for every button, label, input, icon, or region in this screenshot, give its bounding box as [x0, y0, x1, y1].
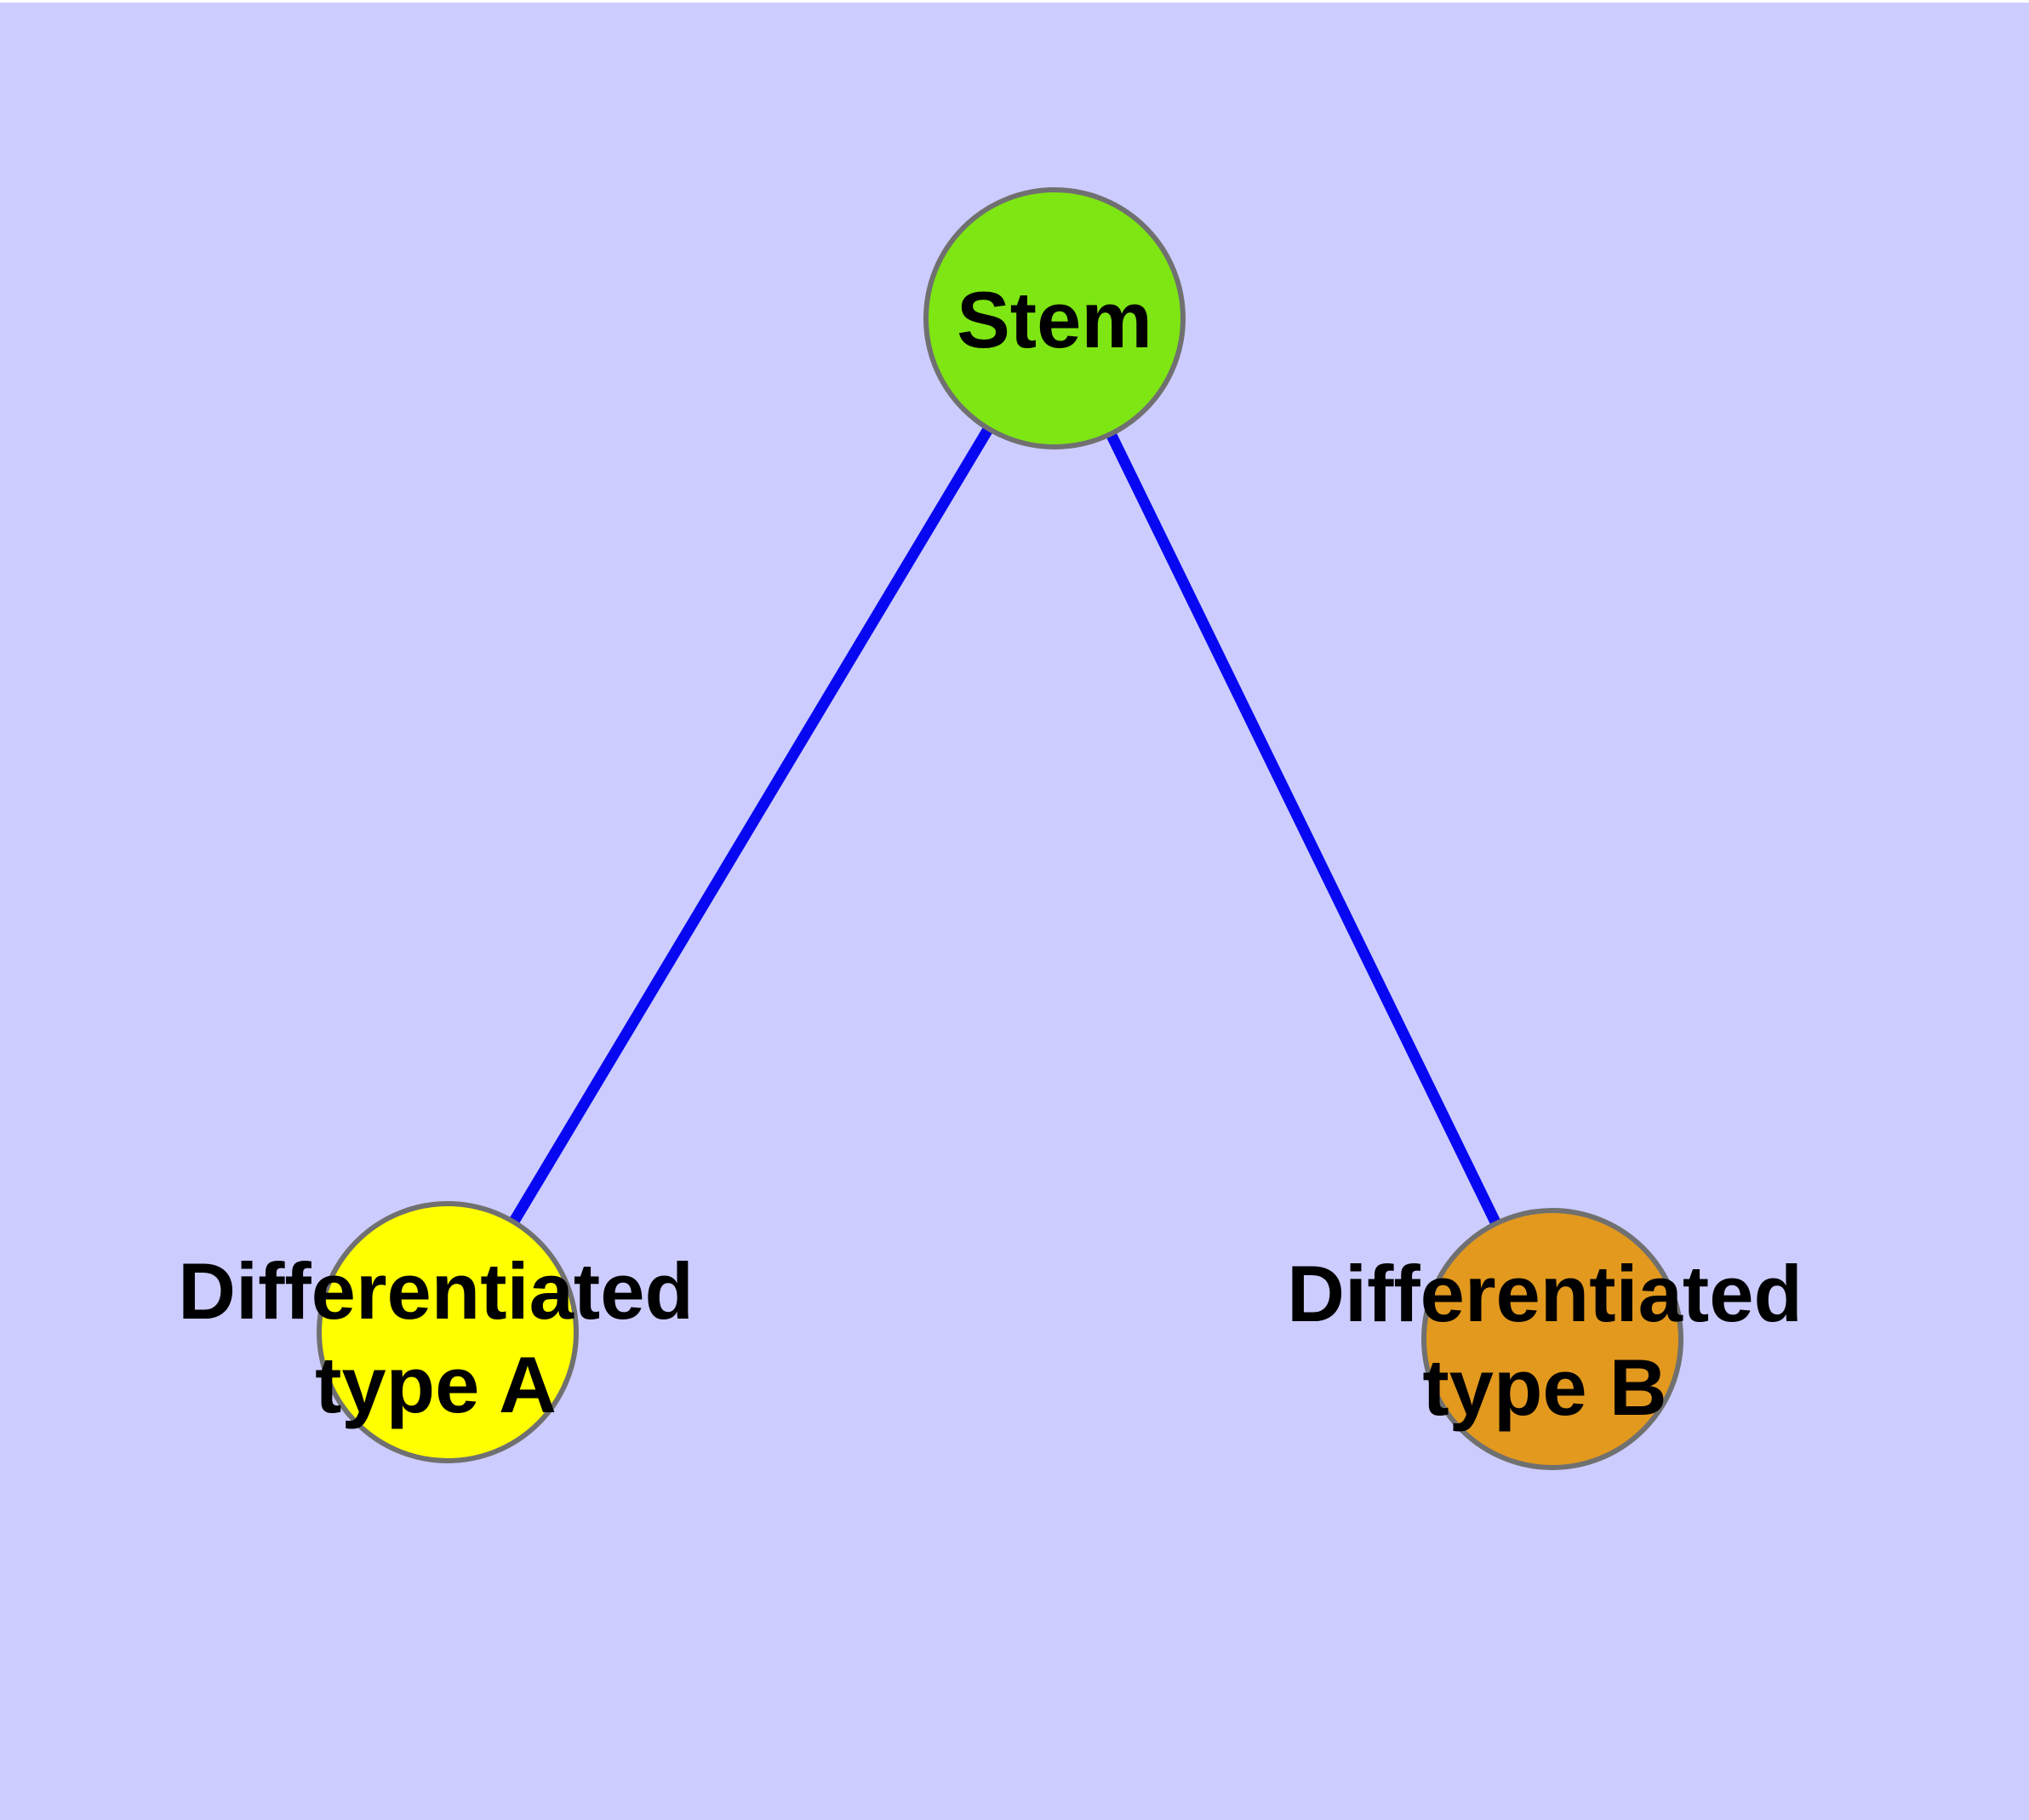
top-white-strip	[0, 0, 2029, 3]
edge-stem-to-type-a	[443, 315, 1060, 1336]
node-type-b-circle	[1421, 1208, 1683, 1470]
node-type-a-circle	[317, 1201, 579, 1463]
edge-stem-to-type-b	[1049, 316, 1557, 1342]
node-stem-circle	[923, 187, 1186, 449]
node-type-b-label-line2: type B	[1422, 1342, 1666, 1432]
node-stem-label: Stem	[957, 275, 1152, 364]
node-type-a-label-line1: Differentiated	[178, 1246, 694, 1336]
node-type-a-label-line2: type A	[315, 1340, 557, 1429]
node-type-b-label-line1: Differentiated	[1287, 1249, 1803, 1338]
